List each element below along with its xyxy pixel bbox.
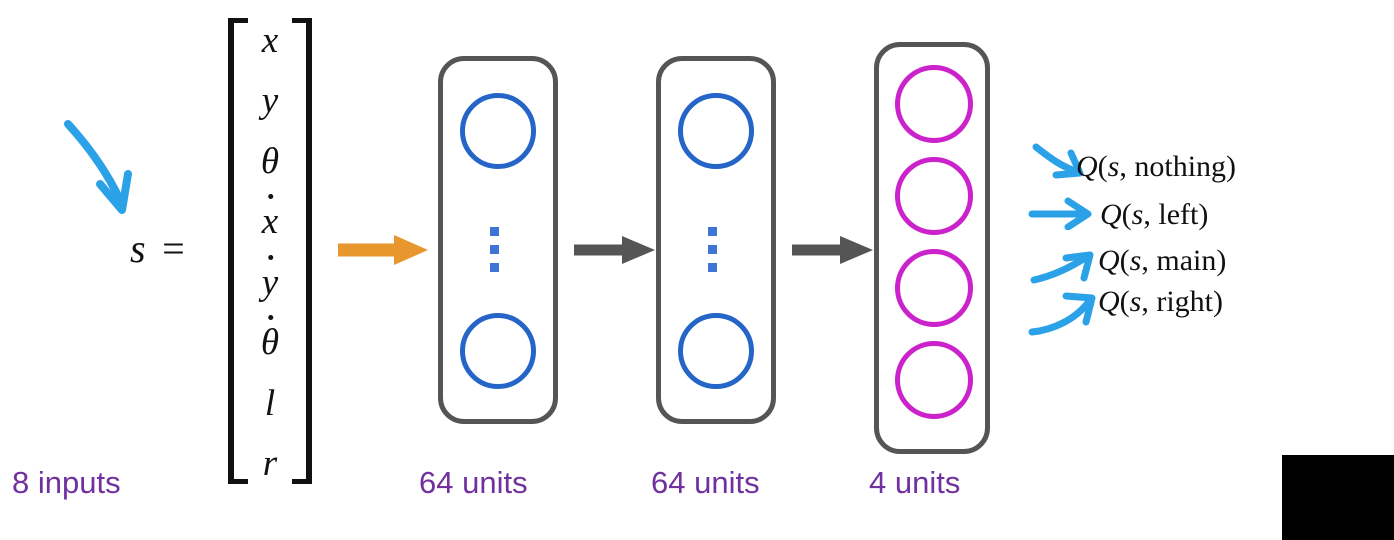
q-output-label-main: Q(s, main) [1098,244,1227,277]
blue-sketch-annotation-arrow [64,120,132,214]
blue-sketch-arrow-left [1028,197,1092,230]
output-unit-main [895,249,973,327]
vector-entry-thetadot: θ [260,322,280,364]
vector-entry-y: y [261,80,279,122]
left-bracket-icon [228,18,248,484]
layer-box-hidden-1 [438,56,558,424]
q-output-label-right: Q(s, right) [1098,285,1224,318]
layer-box-output [874,42,990,454]
caption-output-units: 4 units [869,465,961,500]
blue-sketch-arrow-right [1028,292,1096,336]
hidden-layer-2-ellipsis-icon [708,227,717,272]
orange-input-arrow-icon [338,235,428,265]
vector-entry-l: l [264,382,276,424]
vector-entry-theta: θ [260,140,280,182]
blue-sketch-arrow-main [1030,251,1094,284]
output-unit-left [895,157,973,235]
hidden-unit-1-top [460,93,536,169]
vector-entry-xdot: x [261,201,279,243]
output-unit-right [895,341,973,419]
output-unit-nothing [895,65,973,143]
right-bracket-icon [292,18,312,484]
hidden-layer-1-ellipsis-icon [490,227,499,272]
hidden-unit-2-top [678,93,754,169]
caption-8-inputs: 8 inputs [12,465,121,500]
gray-flow-arrow-2-icon [792,236,873,264]
black-corner-block [1282,455,1394,540]
layer-box-hidden-2 [656,56,776,424]
vector-entry-r: r [262,442,278,484]
hidden-unit-2-bottom [678,313,754,389]
q-output-label-left: Q(s, left) [1100,198,1209,231]
state-equation-label: s = [130,226,189,271]
vector-entry-x: x [261,20,279,61]
caption-hidden-2-units: 64 units [651,465,760,500]
hidden-unit-1-bottom [460,313,536,389]
gray-flow-arrow-1-icon [574,236,655,264]
state-vector-entries: x y θ x y θ l r [246,18,294,484]
blue-sketch-arrow-nothing [1032,143,1084,179]
state-vector: x y θ x y θ l r [228,18,312,484]
caption-hidden-1-units: 64 units [419,465,528,500]
q-output-label-nothing: Q(s, nothing) [1076,150,1237,183]
vector-entry-ydot: y [261,261,279,303]
